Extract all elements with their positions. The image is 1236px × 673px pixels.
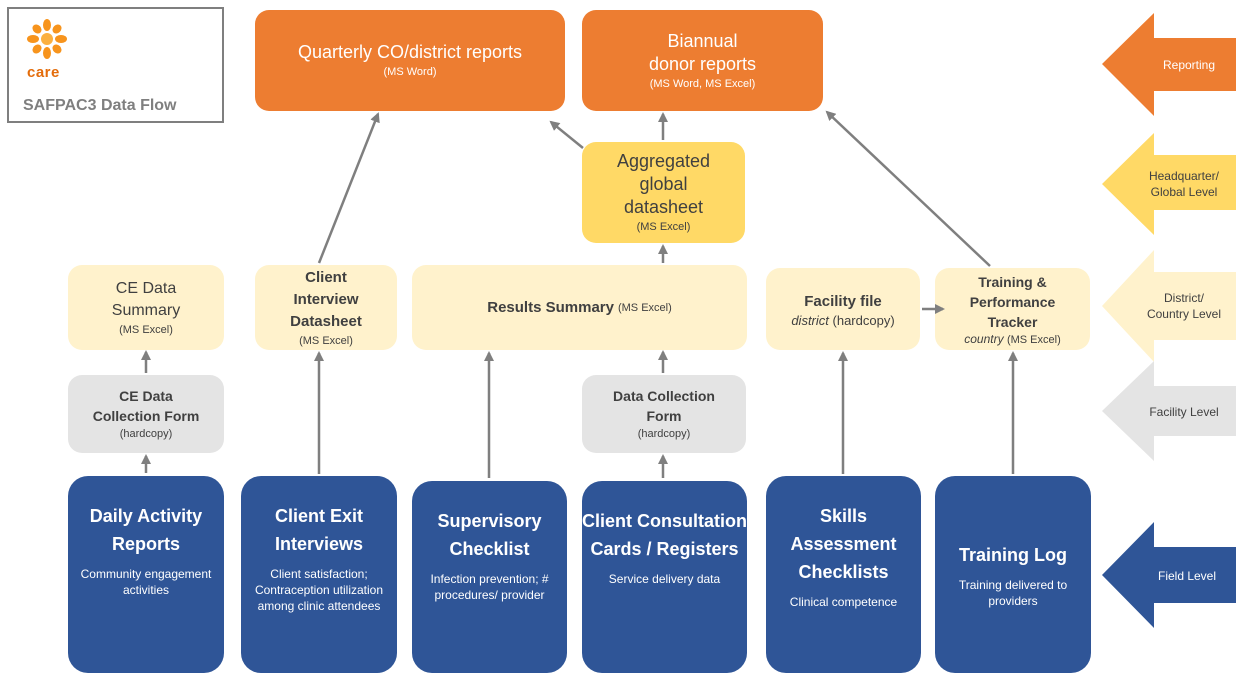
field-source-description: Infection prevention; # procedures/ prov…	[430, 572, 549, 602]
field-source-description: Training delivered to providers	[958, 577, 1068, 608]
client-interview-title-3: Datasheet	[290, 312, 362, 330]
arrow-aggregated-to-quarterly	[549, 120, 584, 149]
quarterly-reports-title: Quarterly CO/district reports	[297, 42, 523, 62]
level-label-reporting: Reporting	[1144, 57, 1234, 73]
results-summary-box: Results Summary (MS Excel)	[412, 265, 747, 350]
level-label-global-line-1: Headquarter/	[1148, 169, 1220, 183]
ce-form-format: (hardcopy)	[119, 428, 173, 440]
results-summary-title: Results Summary	[487, 298, 614, 316]
logo-panel: care SAFPAC3 Data Flow	[7, 7, 224, 123]
quarterly-reports-box: Quarterly CO/district reports (MS Word)	[255, 10, 565, 111]
level-label-reporting-text: Reporting	[1162, 58, 1216, 72]
biannual-reports-title-1: Biannual	[667, 30, 738, 51]
arrow-datasheet-to-quarterly	[317, 112, 380, 264]
field-source-title: Daily Activity Reports	[89, 506, 203, 554]
facility-file-box: Facility file district (hardcopy)	[766, 268, 920, 350]
field-source-title: Training Log	[959, 544, 1067, 565]
level-label-facility-text: Facility Level	[1149, 405, 1219, 419]
ce-collection-form-box: CE Data Collection Form (hardcopy)	[68, 375, 224, 453]
ce-form-title-2: Collection Form	[92, 408, 200, 424]
field-source-daily-activity: Daily Activity Reports Community engagem…	[68, 476, 224, 673]
care-logo-icon	[27, 19, 67, 59]
global-level-arrow-icon	[1102, 133, 1236, 235]
level-label-field: Field Level	[1140, 568, 1234, 584]
client-interview-box: Client Interview Datasheet (MS Excel)	[255, 265, 397, 350]
aggregated-datasheet-box: Aggregated global datasheet (MS Excel)	[582, 142, 745, 243]
biannual-reports-title-2: donor reports	[648, 53, 757, 74]
field-source-description: Community engagement activities	[80, 567, 212, 597]
data-form-title-2: Form	[646, 408, 682, 424]
data-collection-form-box: Data Collection Form (hardcopy)	[582, 375, 746, 453]
field-source-skills: Skills Assessment Checklists Clinical co…	[766, 476, 921, 673]
level-label-global-line-2: Global Level	[1150, 185, 1218, 199]
ce-summary-title-2: Summary	[111, 301, 181, 319]
client-interview-format: (MS Excel)	[299, 334, 353, 347]
field-source-title: Client Exit Interviews	[274, 506, 364, 554]
field-level-arrow-icon	[1102, 522, 1236, 628]
field-source-supervisory: Supervisory Checklist Infection preventi…	[412, 481, 567, 673]
data-form-title-1: Data Collection	[613, 388, 715, 404]
level-label-field-text: Field Level	[1157, 569, 1217, 583]
biannual-reports-box: Biannual donor reports (MS Word, MS Exce…	[582, 10, 823, 111]
facility-file-format: (hardcopy)	[832, 312, 895, 328]
training-tracker-title-1: Training &	[978, 274, 1047, 290]
level-label-district-line-1: District/	[1164, 291, 1204, 305]
field-source-description: Clinical competence	[789, 595, 898, 609]
aggregated-format: (MS Excel)	[636, 221, 691, 233]
field-source-training-log: Training Log Training delivered to provi…	[935, 476, 1091, 673]
quarterly-reports-format: (MS Word)	[383, 66, 437, 78]
training-tracker-box: Training & Performance Tracker country (…	[935, 268, 1090, 350]
facility-level-arrow-icon	[1102, 361, 1236, 461]
training-tracker-format: (MS Excel)	[1006, 334, 1061, 346]
training-tracker-title-3: Tracker	[987, 314, 1038, 330]
facility-file-scope: district	[791, 312, 829, 328]
district-level-arrow-icon	[1102, 250, 1236, 362]
ce-summary-title-1: CE Data	[115, 279, 177, 297]
client-interview-title-2: Interview	[293, 290, 359, 308]
ce-summary-format: (MS Excel)	[119, 323, 173, 336]
field-source-client-exit: Client Exit Interviews Client satisfacti…	[241, 476, 397, 673]
field-source-title: Skills Assessment Checklists	[790, 506, 897, 582]
ce-summary-box: CE Data Summary (MS Excel)	[68, 265, 224, 350]
diagram-title: SAFPAC3 Data Flow	[23, 97, 177, 114]
field-source-description: Service delivery data	[608, 572, 721, 586]
level-label-district: District/ Country Level	[1134, 290, 1234, 322]
level-label-facility: Facility Level	[1134, 404, 1234, 420]
aggregated-title-3: datasheet	[623, 197, 704, 217]
field-source-title: Supervisory Checklist	[437, 511, 542, 559]
field-source-consultation: Client Consultation Cards / Registers Se…	[582, 481, 747, 673]
training-tracker-title-2: Performance	[969, 294, 1056, 310]
client-interview-title-1: Client	[305, 268, 347, 286]
facility-file-title: Facility file	[804, 292, 882, 310]
results-summary-format: (MS Excel)	[617, 301, 672, 314]
field-source-description: Client satisfaction; Contraception utili…	[254, 567, 384, 613]
biannual-reports-format: (MS Word, MS Excel)	[649, 77, 756, 90]
level-label-district-line-2: Country Level	[1146, 307, 1222, 321]
aggregated-title-2: global	[639, 174, 688, 194]
training-tracker-scope: country	[964, 332, 1004, 346]
level-label-global: Headquarter/ Global Level	[1134, 168, 1234, 200]
reporting-level-arrow-icon	[1102, 13, 1236, 116]
aggregated-title-1: Aggregated	[616, 151, 711, 171]
field-source-title: Client Consultation Cards / Registers	[582, 511, 747, 559]
arrow-tracker-to-biannual	[825, 110, 991, 267]
ce-form-title-1: CE Data	[119, 388, 173, 404]
data-form-format: (hardcopy)	[637, 428, 691, 440]
care-wordmark: care	[27, 64, 60, 81]
